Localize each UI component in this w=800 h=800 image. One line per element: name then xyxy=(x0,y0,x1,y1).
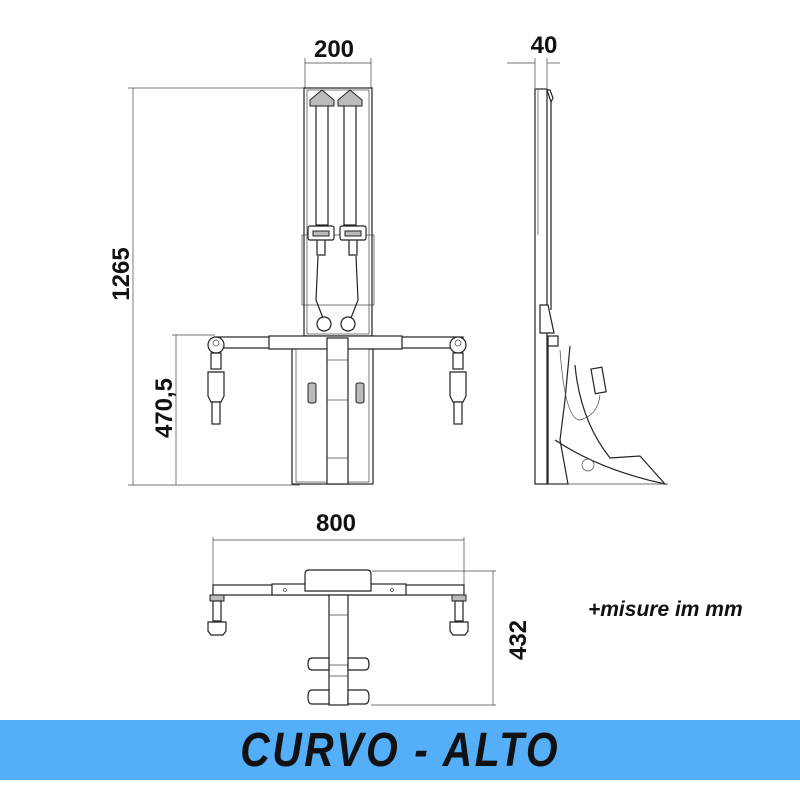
front-view: 200 1265 470,5 xyxy=(108,36,467,486)
side-view: 40 xyxy=(507,32,668,485)
dim-label-200: 200 xyxy=(314,36,354,63)
dimension-200: 200 xyxy=(304,36,372,88)
dimension-800: 800 xyxy=(212,510,465,585)
units-note: +misure im mm xyxy=(588,598,743,621)
right-armrest xyxy=(449,336,467,425)
dim-label-1265: 1265 xyxy=(108,247,135,300)
dimension-432: 432 xyxy=(371,570,532,706)
left-armrest xyxy=(207,336,225,425)
right-leg xyxy=(449,594,469,636)
dimension-470-5: 470,5 xyxy=(151,334,215,485)
dimension-40: 40 xyxy=(507,32,560,88)
seat-belts xyxy=(307,89,367,332)
dim-label-470-5: 470,5 xyxy=(151,378,178,438)
top-view: 800 432 xyxy=(207,510,532,706)
dim-label-432: 432 xyxy=(505,620,532,660)
left-leg xyxy=(207,594,227,636)
dimension-1265: 1265 xyxy=(108,87,305,486)
banner-title: CURVO - ALTO xyxy=(240,723,560,777)
dim-label-40: 40 xyxy=(531,32,558,59)
title-banner: CURVO - ALTO xyxy=(0,720,800,780)
dim-label-800: 800 xyxy=(316,510,356,537)
